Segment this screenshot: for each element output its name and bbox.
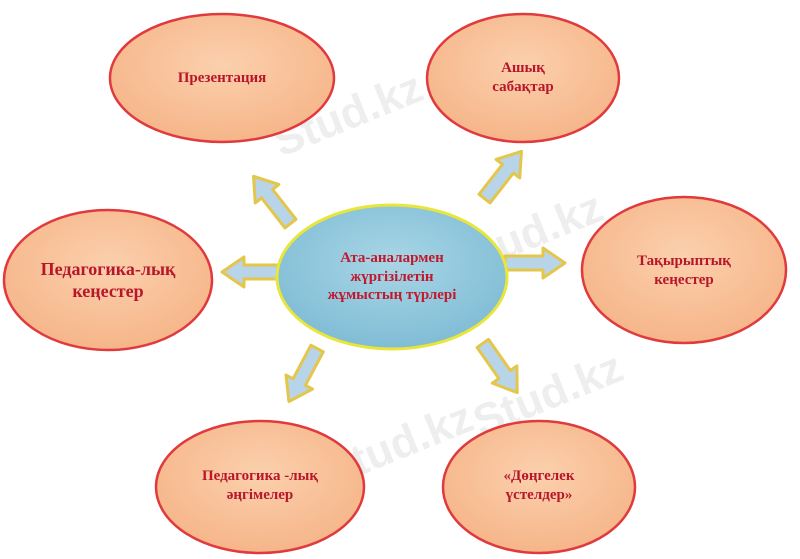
arrow-to-thematic-councils (503, 246, 567, 280)
arrow-to-pedagogical-talks (284, 343, 325, 403)
node-presentation-label: Презентация (177, 69, 267, 86)
node-round-tables-label: «Дөңгелек үстелдер» (503, 468, 575, 503)
center-node-shape (275, 203, 509, 351)
arrow-to-pedagogical-councils (220, 255, 284, 289)
node-thematic-councils-label: Тақырыптық кеңестер (637, 253, 731, 288)
node-pedagogical-councils-shape (2, 208, 214, 352)
node-presentation-shape (108, 12, 336, 144)
node-open-lessons-label: Ашық сабақтар (492, 60, 554, 95)
center-node-label: Ата-аналармен жүргізілетін жұмыстың түрл… (327, 249, 457, 304)
arrow-to-round-tables (475, 337, 519, 395)
arrow-to-open-lessons (477, 149, 523, 205)
node-open-lessons-shape (425, 12, 621, 144)
node-pedagogical-councils-label: Педагогика-лық кеңестер (40, 258, 176, 302)
node-pedagogical-talks-label: Педагогика -лық әңгімелер (201, 468, 319, 503)
arrow-to-presentation (252, 174, 298, 230)
node-thematic-councils-shape (580, 195, 788, 345)
node-round-tables-shape (441, 419, 637, 555)
node-pedagogical-talks-shape (154, 419, 366, 555)
